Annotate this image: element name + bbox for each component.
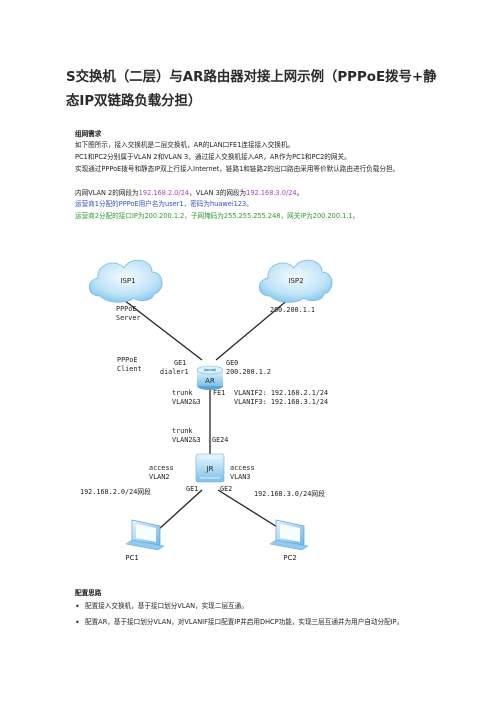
pc1-computer-icon bbox=[125, 519, 165, 551]
pc2-computer-icon bbox=[269, 519, 309, 551]
pc2-label: PC2 bbox=[283, 554, 297, 562]
ar-ge0-ip: 200.200.1.2 bbox=[226, 368, 271, 376]
link-switch-pc1 bbox=[157, 489, 203, 531]
vlanif3-ip: VLANIF3: 192.168.3.1/24 bbox=[234, 398, 328, 406]
config-heading: 配置思路 bbox=[75, 589, 102, 597]
switch-ge2-label: GE2 bbox=[220, 485, 232, 493]
ar-dialer1-label: dialer1 bbox=[160, 368, 189, 376]
vlan-line-middle: ，VLAN 3的网段为 bbox=[189, 189, 247, 197]
router-icon bbox=[196, 365, 224, 390]
link-switch-pc2 bbox=[217, 489, 283, 531]
isp2-address-line: 运营商2分配的接口IP为200.200.1.2，子网掩码为255.255.255… bbox=[75, 212, 360, 220]
trunk-upper-line2: VLAN2&3 bbox=[172, 398, 201, 406]
vlan-network-line: 内网VLAN 2的网段为192.168.2.0/24，VLAN 3的网段为192… bbox=[75, 188, 420, 199]
pppoe-client-line1: PPPoE bbox=[117, 356, 137, 364]
vlan-line-prefix: 内网VLAN 2的网段为 bbox=[75, 189, 139, 197]
config-steps-list: 配置接入交换机，基于接口划分VLAN，实现二层互通。 配置AR，基于接口划分VL… bbox=[75, 601, 420, 632]
switch-icon bbox=[195, 453, 225, 483]
isp2-gateway-ip: 200.200.1.1 bbox=[270, 306, 315, 314]
networking-heading: 组网需求 bbox=[75, 130, 102, 138]
isp1-credentials-line: 运营商1分配的PPPoE用户名为user1，密码为huawei123。 bbox=[75, 200, 253, 208]
isp1-label: ISP1 bbox=[120, 277, 135, 285]
vlan-line-suffix: 。 bbox=[296, 189, 304, 197]
access-left-line2: VLAN2 bbox=[149, 473, 169, 481]
net-left-label: 192.168.2.0/24网段 bbox=[80, 487, 151, 496]
link-isp2-ar bbox=[215, 297, 291, 361]
pppoe-client-line2: Client bbox=[117, 365, 142, 373]
network-topology-diagram: ISP1 ISP2 PPPoE Server 200.200.1.1 PPPoE… bbox=[80, 259, 333, 562]
vlanif2-ip: VLANIF2: 192.168.2.1/24 bbox=[234, 389, 328, 397]
pc1-label: PC1 bbox=[125, 554, 139, 562]
config-step: 配置接入交换机，基于接口划分VLAN，实现二层互通。 bbox=[75, 601, 420, 613]
net-right-label: 192.168.3.0/24网段 bbox=[254, 489, 325, 498]
ar-ge1-label: GE1 bbox=[174, 359, 186, 367]
networking-line-3: 实现通过PPPoE拨号和静态IP双上行接入Internet，链路1和链路2的出口… bbox=[75, 165, 400, 173]
vlan2-network: 192.168.2.0/24 bbox=[138, 189, 190, 197]
ar-label: AR bbox=[205, 377, 215, 385]
trunk-lower-line2: VLAN2&3 bbox=[172, 436, 201, 444]
networking-line-2: PC1和PC2分别属于VLAN 2和VLAN 3，通过接入交换机接入AR，AR作… bbox=[75, 153, 351, 161]
trunk-lower-line1: trunk bbox=[172, 427, 192, 435]
isp1-cloud-icon bbox=[88, 259, 163, 303]
ar-fe1-label: FE1 bbox=[213, 389, 225, 397]
access-right-line1: access bbox=[230, 464, 255, 472]
vlan3-network: 192.168.3.0/24 bbox=[246, 189, 297, 197]
access-left-line1: access bbox=[149, 464, 174, 472]
switch-label: JR bbox=[206, 465, 214, 473]
isp2-label: ISP2 bbox=[288, 277, 303, 285]
pppoe-server-line1: PPPoE bbox=[116, 305, 136, 313]
isp2-cloud-icon bbox=[258, 259, 333, 303]
page-title: S交换机（二层）与AR路由器对接上网示例（PPPoE拨号+静态IP双链路负载分担… bbox=[66, 70, 437, 109]
trunk-upper-line1: trunk bbox=[172, 389, 192, 397]
ar-ge0-label: GE0 bbox=[226, 359, 238, 367]
pppoe-server-line2: Server bbox=[116, 314, 141, 322]
config-step: 配置AR，基于接口划分VLAN，对VLANIF接口配置IP并启用DHCP功能，实… bbox=[75, 617, 420, 629]
switch-ge24-label: GE24 bbox=[212, 436, 228, 444]
networking-line-1: 如下图所示，接入交换机是二层交换机，AR的LAN口FE1连接接入交换机。 bbox=[75, 141, 295, 149]
access-right-line2: VLAN3 bbox=[230, 473, 250, 481]
switch-ge1-label: GE1 bbox=[186, 485, 198, 493]
link-isp1-ar bbox=[123, 299, 203, 361]
